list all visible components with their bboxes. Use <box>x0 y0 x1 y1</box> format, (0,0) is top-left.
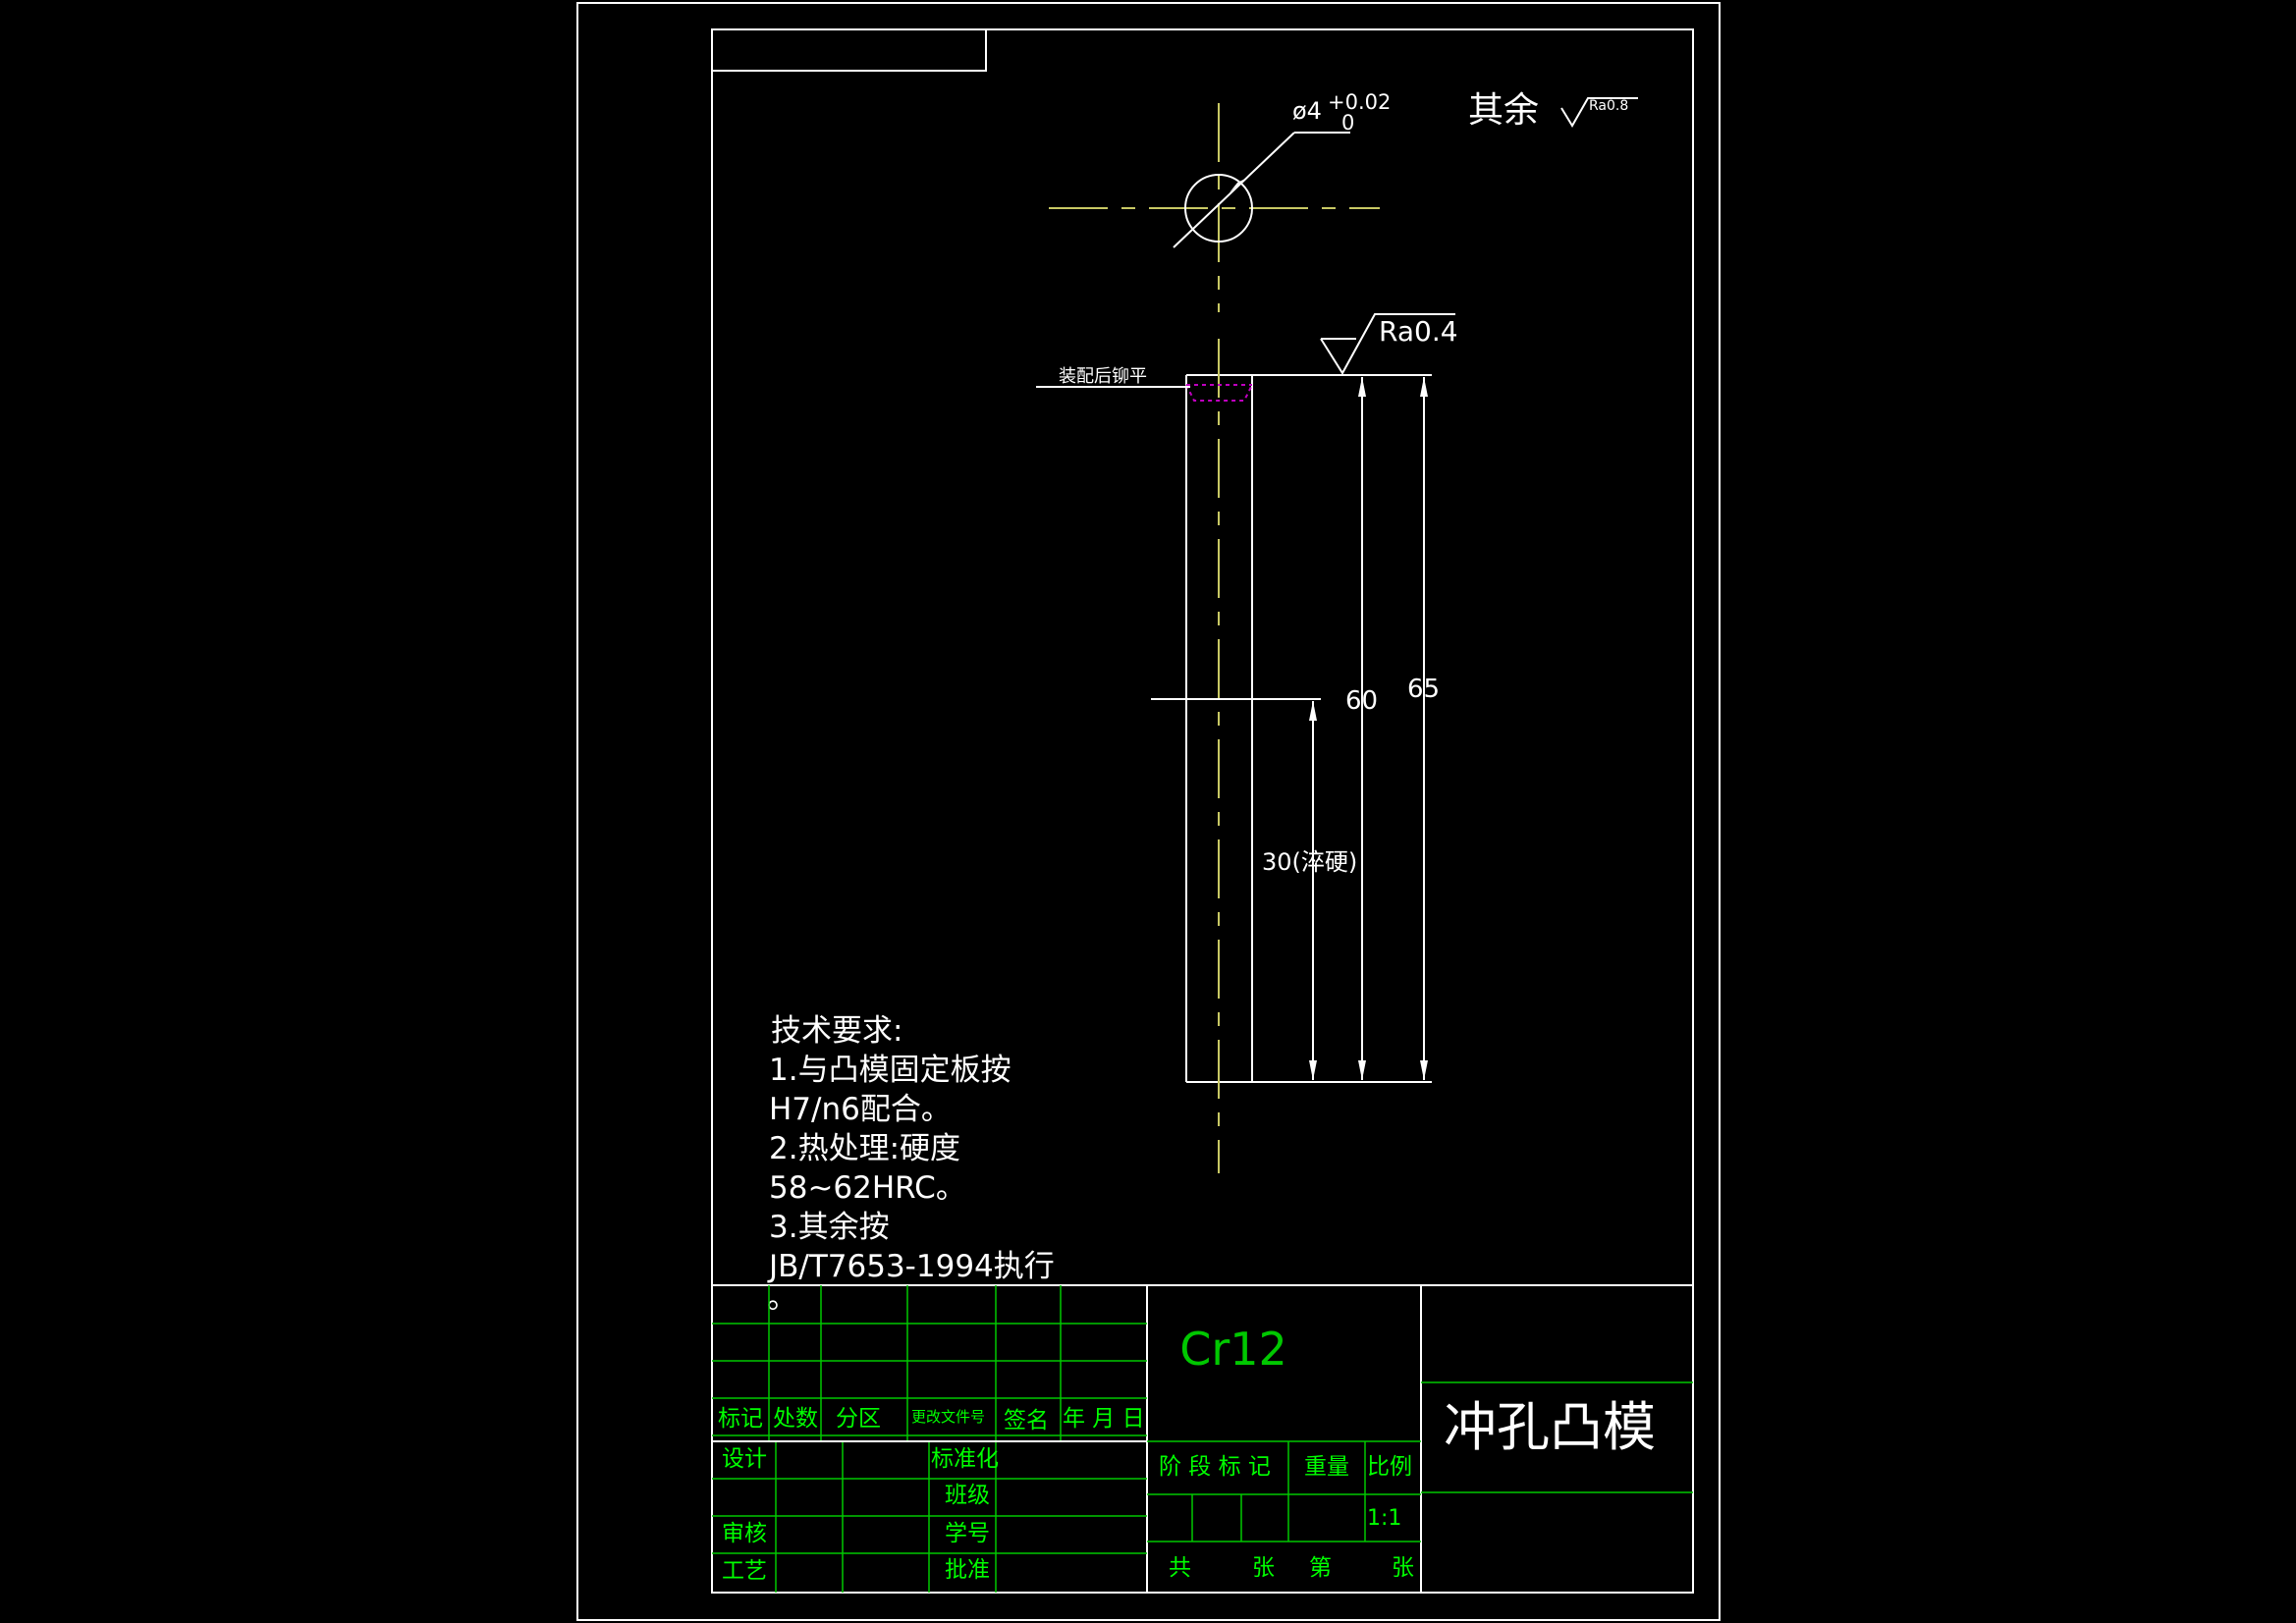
hdr-sign: 签名 <box>1004 1408 1049 1434</box>
stage-grid <box>1147 1440 1421 1542</box>
dim-30-label: 30(淬硬) <box>1262 848 1357 876</box>
surface-roughness-value: Ra0.4 <box>1379 315 1458 348</box>
title-block: 标记 处数 分区 更改文件号 签名 年 月 日 设计 标准化 班级 审核 学号 … <box>712 1284 1693 1593</box>
arrow-65-top <box>1420 377 1428 397</box>
lbl-stage-mark: 阶 段 标 记 <box>1159 1454 1271 1480</box>
arrow-30-bottom <box>1309 1060 1317 1080</box>
diameter-arrow <box>1230 179 1245 192</box>
hdr-count: 处数 <box>773 1406 818 1432</box>
assembly-note: 装配后铆平 <box>1059 366 1147 387</box>
revision-grid <box>712 1285 1147 1593</box>
dim-60-label: 60 <box>1345 686 1378 716</box>
lbl-approve: 批准 <box>945 1557 990 1583</box>
tech-line: JB/T7653-1994执行 <box>767 1249 1055 1284</box>
dimensions: 65 60 30(淬硬) <box>1151 374 1440 1083</box>
tech-line: H7/n6配合。 <box>769 1092 952 1127</box>
lbl-sheets: 张 <box>1252 1555 1275 1581</box>
arrow-60-bottom <box>1358 1060 1366 1080</box>
hdr-change-doc: 更改文件号 <box>911 1408 985 1426</box>
diameter-leader <box>1173 132 1295 248</box>
lbl-scale: 比例 <box>1367 1454 1412 1480</box>
outer-frame <box>576 2 1721 1621</box>
tech-line: 3.其余按 <box>769 1210 890 1245</box>
punch-body <box>1185 339 1253 1173</box>
tech-line: 1.与凸模固定板按 <box>769 1053 1011 1088</box>
lbl-process: 工艺 <box>722 1558 767 1584</box>
part-name: 冲孔凸模 <box>1444 1396 1656 1458</box>
arrow-65-bottom <box>1420 1060 1428 1080</box>
arrow-60-top <box>1358 377 1366 397</box>
hdr-date: 年 月 日 <box>1063 1406 1145 1432</box>
lbl-design: 设计 <box>722 1446 767 1472</box>
tolerance-upper: +0.02 <box>1328 90 1391 114</box>
tech-line: 58~62HRC。 <box>769 1170 966 1206</box>
hdr-mark: 标记 <box>718 1406 763 1432</box>
lbl-weight: 重量 <box>1304 1454 1349 1480</box>
lbl-standardization: 标准化 <box>931 1446 999 1472</box>
rivet-chamfer <box>1185 384 1253 402</box>
tech-heading: 技术要求: <box>771 1013 902 1049</box>
surface-roughness-symbol <box>1320 313 1455 375</box>
lbl-total: 共 <box>1169 1555 1191 1581</box>
lbl-sheets2: 张 <box>1392 1555 1414 1581</box>
lbl-class: 班级 <box>945 1483 990 1508</box>
dim-65-label: 65 <box>1407 675 1440 704</box>
arrow-30-top <box>1309 701 1317 721</box>
tech-line: 2.热处理:硬度 <box>769 1131 960 1166</box>
corner-box <box>711 28 987 72</box>
hole-view: ø4 +0.02 0 <box>1049 90 1391 312</box>
general-roughness-value: Ra0.8 <box>1589 98 1628 114</box>
material: Cr12 <box>1179 1323 1287 1376</box>
inner-frame <box>711 28 1694 1594</box>
general-roughness-symbol <box>1560 97 1638 128</box>
lbl-review: 审核 <box>722 1521 767 1546</box>
hdr-zone: 分区 <box>836 1406 881 1432</box>
scale-value: 1:1 <box>1367 1506 1401 1531</box>
diameter-label: ø4 <box>1292 97 1322 125</box>
lbl-student-no: 学号 <box>945 1521 990 1546</box>
hole-circle <box>1184 174 1253 243</box>
tolerance-lower: 0 <box>1341 111 1354 135</box>
tech-requirements: 技术要求: 1.与凸模固定板按 H7/n6配合。 2.热处理:硬度 58~62H… <box>767 1013 1055 1316</box>
general-roughness-prefix: 其余 <box>1468 90 1539 131</box>
lbl-sheet-no: 第 <box>1309 1555 1332 1581</box>
